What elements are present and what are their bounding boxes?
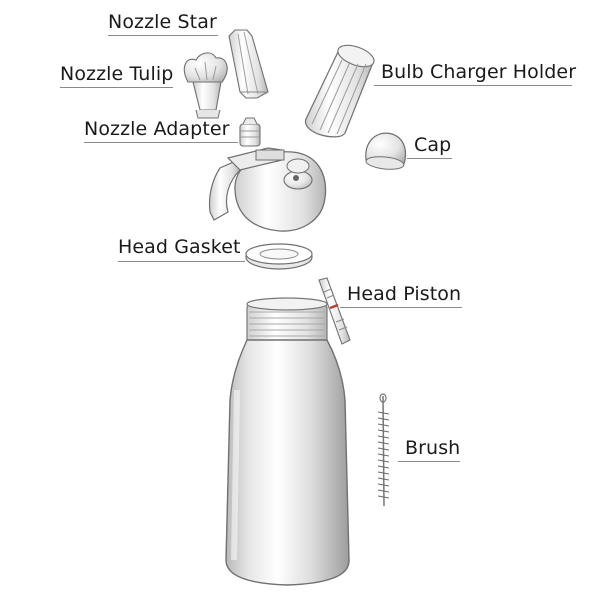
cap-part: [365, 132, 407, 170]
underline-bulb-charger-holder: [374, 85, 572, 86]
bottle-body: [225, 297, 350, 586]
label-brush: Brush: [405, 437, 461, 459]
nozzle-adapter-part: [239, 117, 261, 147]
label-nozzle-star: Nozzle Star: [108, 11, 217, 33]
head-gasket-part: [245, 243, 313, 270]
underline-nozzle-tulip: [60, 87, 173, 88]
brush-part: [377, 393, 390, 507]
underline-nozzle-star: [108, 35, 218, 36]
head-piston-part: [318, 277, 351, 345]
bulb-charger-holder-part: [304, 44, 375, 138]
underline-cap: [407, 158, 452, 159]
underline-head-gasket: [118, 261, 245, 262]
nozzle-tulip-part: [183, 52, 228, 119]
underline-nozzle-adapter: [84, 142, 238, 143]
label-bulb-charger-holder: Bulb Charger Holder: [381, 61, 577, 83]
label-cap: Cap: [414, 134, 452, 156]
label-head-piston: Head Piston: [347, 283, 462, 305]
underline-brush: [398, 461, 460, 462]
head-assembly: [208, 147, 327, 232]
underline-head-piston: [340, 307, 462, 308]
label-nozzle-tulip: Nozzle Tulip: [60, 63, 174, 85]
label-head-gasket: Head Gasket: [118, 236, 241, 258]
label-nozzle-adapter: Nozzle Adapter: [84, 118, 230, 140]
nozzle-star-part: [228, 29, 269, 99]
